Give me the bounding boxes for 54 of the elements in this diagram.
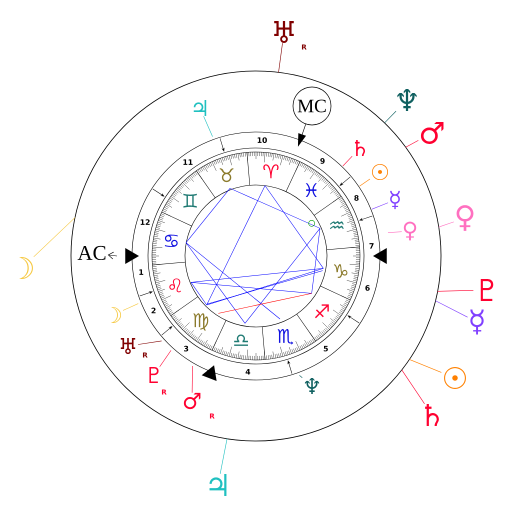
zodiac-sign: ♏ bbox=[278, 328, 294, 345]
zodiac-sign: ♒ bbox=[330, 221, 344, 230]
zodiac-sign: ♌ bbox=[169, 278, 182, 292]
zodiac-sign: ♓ bbox=[306, 183, 317, 198]
leader-line bbox=[122, 303, 139, 311]
leader-line bbox=[278, 42, 283, 73]
leader-line bbox=[220, 438, 228, 474]
planet-glyph: ♃ bbox=[194, 100, 206, 116]
leader-line bbox=[192, 366, 193, 394]
leader-line bbox=[342, 156, 352, 166]
planet-glyph: ♀ bbox=[456, 205, 474, 231]
planet-glyph: ♄ bbox=[425, 404, 439, 426]
planet-glyph: ♄ bbox=[354, 140, 366, 156]
leader-line bbox=[372, 202, 388, 210]
zodiac-sign: ♈ bbox=[263, 164, 279, 178]
leader-line bbox=[359, 178, 370, 186]
leader-line bbox=[437, 290, 474, 292]
planet-glyph: ♇ bbox=[480, 279, 494, 301]
zodiac-sign: ♎ bbox=[234, 334, 248, 346]
planet-glyph: ♅ bbox=[274, 21, 294, 43]
zodiac-sign: ♊ bbox=[183, 194, 197, 208]
leader-line bbox=[138, 340, 162, 345]
arrow bbox=[108, 252, 118, 260]
zodiac-sign: ♋ bbox=[164, 234, 178, 247]
leader-line bbox=[33, 217, 76, 258]
planet-glyph: ♂ bbox=[184, 392, 200, 410]
leader-line bbox=[405, 140, 419, 148]
leader-line bbox=[203, 116, 213, 137]
planet-glyph: ☽ bbox=[19, 257, 33, 279]
zodiac-sign: ♐ bbox=[314, 304, 329, 318]
leader-line bbox=[384, 110, 396, 124]
leader-line bbox=[438, 222, 454, 228]
leader-line bbox=[159, 350, 172, 368]
zodiac-sign: ♉ bbox=[220, 168, 234, 182]
leader-line bbox=[388, 231, 402, 234]
leader-line bbox=[409, 359, 442, 373]
planet-glyph: ☽ bbox=[111, 306, 122, 324]
planet-glyph: ♅ bbox=[120, 338, 136, 354]
planet-glyph: ♃ bbox=[210, 474, 226, 496]
leader-line bbox=[435, 300, 468, 318]
planet-glyph: ♆ bbox=[397, 89, 417, 111]
planet-glyph: ♂ bbox=[420, 122, 444, 144]
planet-glyph: ☉ bbox=[444, 367, 466, 389]
planet-glyph: ☉ bbox=[372, 164, 388, 180]
planet-glyph: ♇ bbox=[149, 366, 159, 384]
planet-glyph: ☿ bbox=[390, 190, 400, 210]
leader-line bbox=[299, 375, 303, 378]
planet-glyph: ☿ bbox=[470, 310, 484, 334]
zodiac-sign: ♑ bbox=[334, 264, 348, 278]
leader-line bbox=[402, 370, 425, 404]
zodiac-sign: ♍ bbox=[193, 313, 208, 331]
ascendant-label: AC bbox=[78, 246, 106, 260]
planet-glyph: ♆ bbox=[304, 378, 320, 394]
planet-glyph: ♀ bbox=[404, 222, 416, 240]
